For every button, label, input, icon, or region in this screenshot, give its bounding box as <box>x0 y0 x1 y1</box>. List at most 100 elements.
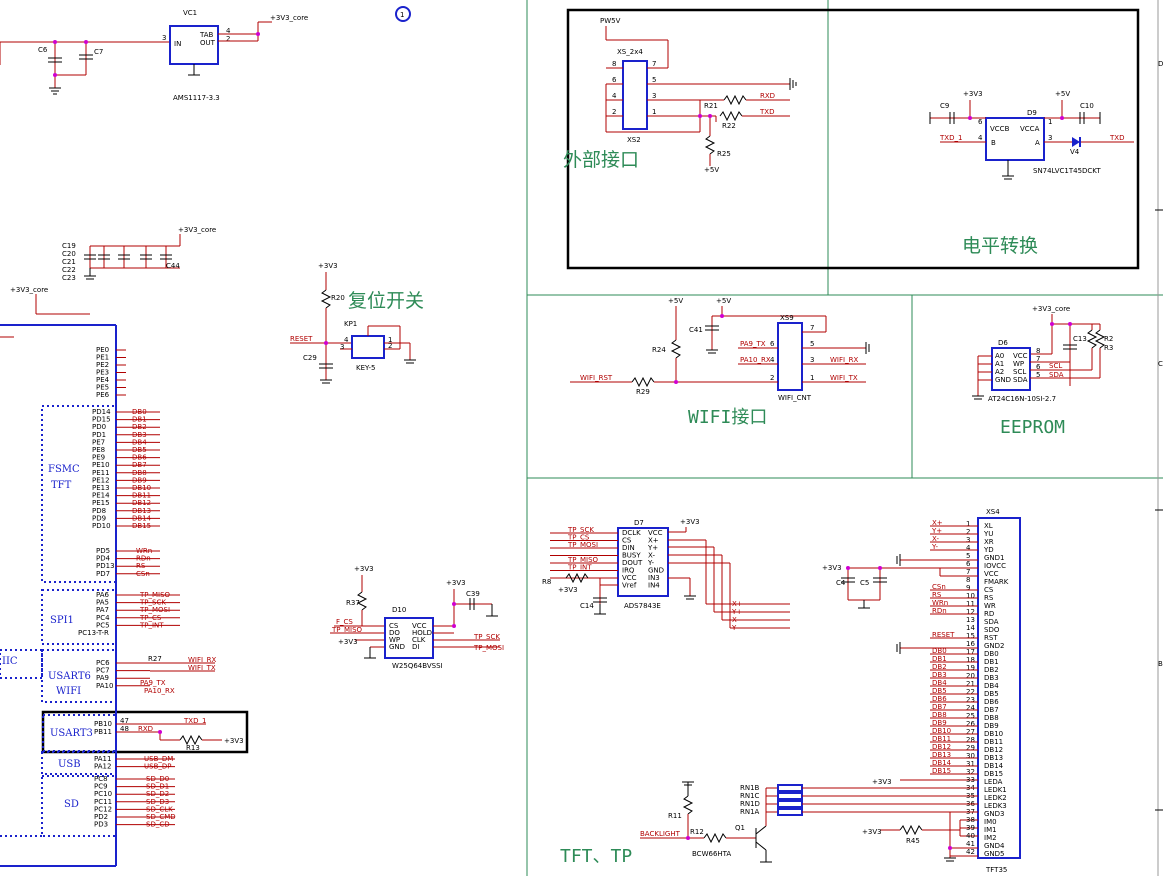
xs4-net-label: X- <box>932 535 939 543</box>
svg-text:WIFI_RST: WIFI_RST <box>580 374 613 382</box>
xs4-pin-label: LEDA <box>984 778 1003 786</box>
svg-text:XS9: XS9 <box>780 314 794 322</box>
xs4-pin-label: DB10 <box>984 730 1003 738</box>
sd-net-label: SD_CLK <box>146 805 173 813</box>
mcu-pin-label: PA5 <box>96 599 109 607</box>
mcu-pin-label: PC8 <box>94 775 108 783</box>
db-net-label: DB8 <box>132 469 147 477</box>
level-shifter-d9: D9 SN74LVC1T45DCKT VCCB VCCA B A +3V3 C9… <box>929 90 1134 180</box>
svg-text:5: 5 <box>810 340 814 348</box>
svg-text:TXD_1: TXD_1 <box>183 717 206 725</box>
svg-text:SN74LVC1T45DCKT: SN74LVC1T45DCKT <box>1033 167 1101 175</box>
xs4-pin-label: RST <box>984 634 998 642</box>
svg-text:RN1C: RN1C <box>740 792 760 800</box>
xs4-pin-label: XL <box>984 522 993 530</box>
mcu-pin-label: PA7 <box>96 606 109 614</box>
svg-text:BACKLIGHT: BACKLIGHT <box>640 830 681 838</box>
xs4-net-label: RESET <box>932 631 955 639</box>
mcu-pin-label: PD14 <box>92 408 111 416</box>
db-net-label: DB2 <box>132 423 147 431</box>
svg-text:+3V3: +3V3 <box>558 586 578 594</box>
svg-text:R13: R13 <box>186 744 200 752</box>
d7-pin-label: DCLK <box>622 529 641 537</box>
mcu-pin-label: PE10 <box>92 461 110 469</box>
svg-text:+3V3: +3V3 <box>446 579 466 587</box>
d7-pin-label: Y+ <box>647 544 658 552</box>
svg-text:+3V3_core: +3V3_core <box>1032 305 1070 313</box>
svg-text:C14: C14 <box>580 602 594 610</box>
svg-text:C23: C23 <box>62 274 76 282</box>
mcu-pin-label: PC9 <box>94 783 108 791</box>
svg-text:WIFI_CNT: WIFI_CNT <box>778 394 812 402</box>
d7-pin-label: BUSY <box>622 552 641 560</box>
d7-pin-label: Y- <box>647 559 654 567</box>
db-net-label: DB1 <box>132 416 147 424</box>
wifi-xs9: +5V R24 +5V C41 XS9 WIFI_CNT 7 PA9_TX 6 … <box>570 297 870 402</box>
flash-d10: +3V3 R37 F_CS TP_MISO +3V3 D10 W25Q64BVS… <box>330 565 504 670</box>
d7-pin-label: IRQ <box>622 567 635 575</box>
xs4-net-label: X+ <box>932 519 943 527</box>
external-interface-box <box>566 8 1140 270</box>
d7-pin-label: GND <box>648 567 664 575</box>
xs4-net-label: DB8 <box>932 711 947 719</box>
svg-text:4: 4 <box>344 336 349 344</box>
svg-text:3: 3 <box>162 34 166 42</box>
svg-text:+5V: +5V <box>668 297 683 305</box>
level-shift-title: 电平转换 <box>962 235 1038 257</box>
d7-pin-label: DOUT <box>622 559 643 567</box>
d7-pin-label: IN3 <box>648 574 660 582</box>
xs4-pin-number: 33 <box>966 776 975 784</box>
svg-text:TP_MISO: TP_MISO <box>331 626 363 634</box>
xs4-pin-label: LEDK3 <box>984 802 1007 810</box>
svg-text:1: 1 <box>400 11 404 19</box>
xs4-pin-number: 2 <box>966 528 970 536</box>
mcu-pin-label: PC6 <box>96 659 110 667</box>
sd-net-label: SD_D2 <box>146 790 169 798</box>
xs4-pin-number: 38 <box>966 816 975 824</box>
xs4-pin-label: IM2 <box>984 834 997 842</box>
svg-text:RN1B: RN1B <box>740 784 760 792</box>
xs4-pin-number: 10 <box>966 592 975 600</box>
svg-text:3: 3 <box>652 92 656 100</box>
mcu-pin-label: PE9 <box>92 454 105 462</box>
mcu-pin-label: PE8 <box>92 446 105 454</box>
db-net-label: DB15 <box>132 522 151 530</box>
svg-text:48: 48 <box>120 725 129 733</box>
spi-net-label: TP_CS <box>139 614 162 622</box>
xs4-pin-number: 40 <box>966 832 975 840</box>
wifi-interface-title: WIFI接口 <box>688 407 767 428</box>
xs4-pin-label: SDA <box>984 618 999 626</box>
d7-pin-label: VCC <box>648 529 663 537</box>
svg-text:TP_MOSI: TP_MOSI <box>473 644 504 652</box>
svg-text:R25: R25 <box>717 150 731 158</box>
spi-net-label: TP_SCK <box>139 599 166 607</box>
xs4-pin-label: DB4 <box>984 682 999 690</box>
mcu-pin-label: PA10 <box>96 682 113 690</box>
svg-text:PW5V: PW5V <box>600 17 621 25</box>
mcu-pin-label: PA6 <box>96 591 110 599</box>
svg-text:WIFI_TX: WIFI_TX <box>188 664 216 672</box>
d10-pin-label: GND <box>389 643 405 651</box>
mcu-pin-label: PE7 <box>92 438 105 446</box>
svg-text:KEY-5: KEY-5 <box>356 364 375 372</box>
svg-text:AMS1117-3.3: AMS1117-3.3 <box>173 94 220 102</box>
svg-text:+3V3: +3V3 <box>963 90 983 98</box>
svg-text:R27: R27 <box>148 655 162 663</box>
rn-resistor <box>777 808 803 816</box>
xs4-net-label: DB15 <box>932 767 951 775</box>
xs4-net-label: DB6 <box>932 695 947 703</box>
svg-text:+3V3: +3V3 <box>354 565 374 573</box>
svg-text:+3V3_core: +3V3_core <box>10 286 48 294</box>
mcu-pin-label: PA9 <box>96 674 109 682</box>
svg-text:+3V3: +3V3 <box>338 638 358 646</box>
ctrl-net-label: RDn <box>136 555 151 563</box>
svg-text:C9: C9 <box>940 102 949 110</box>
mcu-pin-label: PB11 <box>94 728 112 736</box>
xs4-pin-number: 7 <box>966 568 970 576</box>
ctrl-net-label: WRn <box>136 547 152 555</box>
xs4-pin-number: 5 <box>966 552 970 560</box>
usart3-r13: 47 48 RXD TXD_1 R13 +3V3 <box>116 717 244 752</box>
xs4-pin-label: VCC <box>984 570 999 578</box>
